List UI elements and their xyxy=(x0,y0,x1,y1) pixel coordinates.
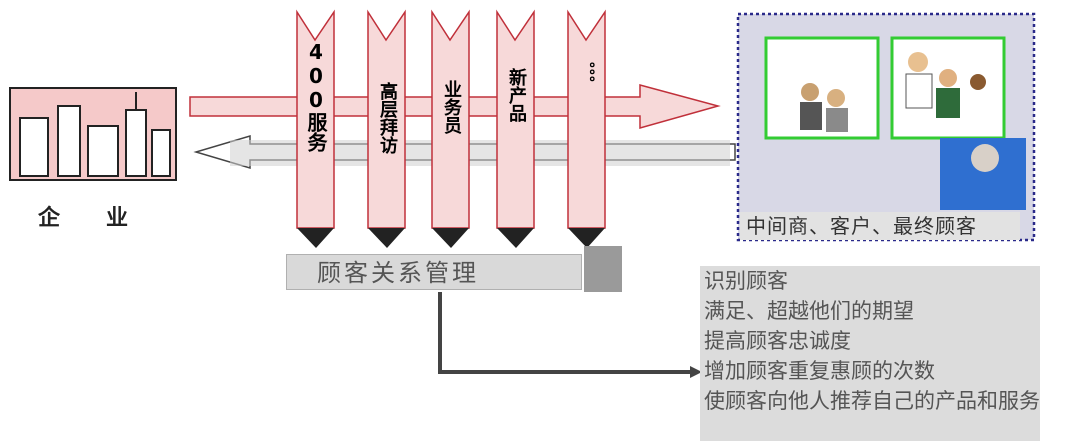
channel-label-1: 400服务 xyxy=(304,40,328,152)
channel-text: 400服务 xyxy=(304,40,328,152)
channel-label-3: 业务员 xyxy=(440,80,462,134)
channel-label-4: 新产品 xyxy=(505,68,527,122)
benefit-item: 识别顾客 xyxy=(704,269,788,293)
channel-label-5: 。。。 xyxy=(576,62,598,90)
enterprise-label-left: 企 xyxy=(38,206,61,231)
channel-text: 新产品 xyxy=(506,68,527,122)
channel-pillar-5 xyxy=(567,9,606,248)
benefit-item: 增加顾客重复惠顾的次数 xyxy=(704,359,935,383)
crm-label: 顾客关系管理 xyxy=(286,254,582,290)
customer-panel xyxy=(736,12,1036,242)
enterprise-building-icon xyxy=(9,87,177,181)
crm-label-tab xyxy=(584,246,622,292)
channel-pillar-3 xyxy=(431,9,470,248)
channel-pillar-2 xyxy=(367,9,406,248)
benefit-item: 提高顾客忠诚度 xyxy=(704,329,851,353)
customer-caption: 中间商、客户、最终顾客 xyxy=(740,212,1020,240)
channel-pillar-1 xyxy=(296,9,335,248)
channel-text: 高层拜访 xyxy=(377,82,398,154)
benefit-item: 满足、超越他们的期望 xyxy=(704,299,914,323)
crm-connector xyxy=(438,292,690,374)
benefit-item: 使顾客向他人推荐自己的产品和服务 xyxy=(704,389,1040,413)
channel-text: 。。。 xyxy=(579,62,595,90)
channel-pillar-4 xyxy=(496,9,535,248)
benefits-list: 识别顾客 满足、超越他们的期望 提高顾客忠诚度 增加顾客重复惠顾的次数 使顾客向… xyxy=(700,266,1040,441)
channel-text: 业务员 xyxy=(441,80,462,134)
enterprise-label-right: 业 xyxy=(106,206,129,231)
channel-label-2: 高层拜访 xyxy=(376,82,398,154)
